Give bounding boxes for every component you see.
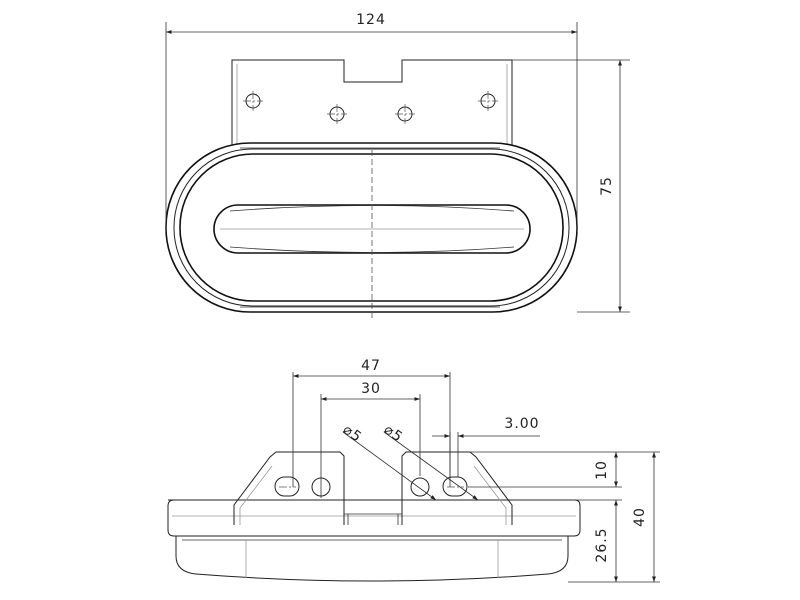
dimension-47: 47 (292, 358, 451, 487)
side-view: 47 30 ⌀5 ⌀5 3.00 10 (167, 358, 660, 583)
dim-label-47: 47 (361, 358, 381, 374)
lamp-body-upper (167, 499, 581, 537)
dim-label-dia-a: ⌀5 (340, 422, 365, 446)
dimension-26-5: 26.5 (512, 499, 660, 583)
bracket-plate (231, 59, 513, 145)
dimension-75: 75 (512, 59, 630, 313)
dim-label-dia-b: ⌀5 (381, 422, 406, 446)
dim-label-124: 124 (356, 12, 386, 28)
dim-label-30: 30 (361, 381, 381, 397)
bracket-left (233, 451, 345, 525)
dim-label-3: 3.00 (504, 416, 539, 432)
slot-left (274, 476, 300, 497)
dimension-124: 124 (165, 12, 578, 232)
lamp-body-lower (175, 536, 569, 582)
dim-label-75: 75 (599, 176, 615, 196)
bracket-hole-2 (327, 104, 347, 124)
bracket-hole-1 (243, 91, 263, 111)
top-view: 124 75 (165, 12, 630, 320)
dim-label-26-5: 26.5 (594, 527, 610, 562)
dimension-30: 30 (320, 381, 421, 498)
dim-label-40: 40 (632, 507, 648, 527)
bracket-right (401, 451, 513, 525)
dimension-3: 3.00 (432, 416, 540, 477)
dimension-40: 40 (622, 451, 660, 582)
bracket-hole-4 (478, 91, 498, 111)
bracket-hole-3 (395, 104, 415, 124)
slot-right (442, 476, 468, 497)
dimension-10: 10 (468, 451, 622, 488)
lamp-housing-outer (165, 142, 578, 313)
hole-right-1 (410, 477, 430, 497)
dim-label-10: 10 (594, 460, 610, 480)
